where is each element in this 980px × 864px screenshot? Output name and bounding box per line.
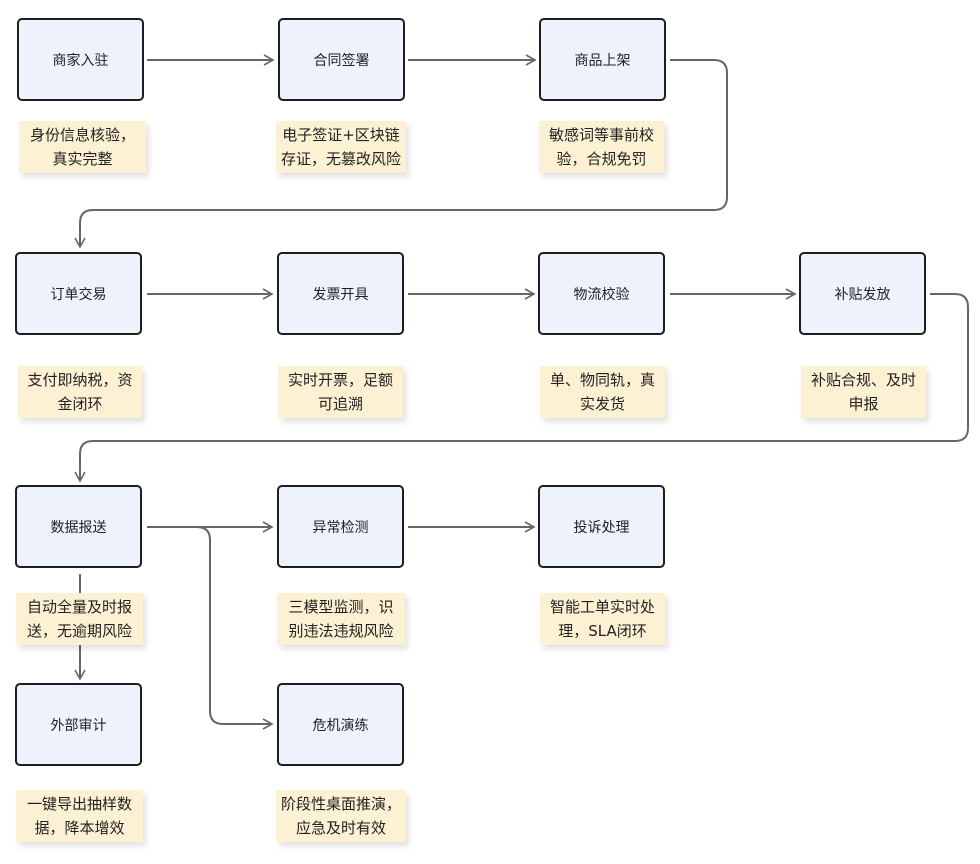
node-merchant-onboarding: 商家入驻 [17,18,144,101]
note-merchant-onboarding: 身份信息核验， 真实完整 [19,121,146,173]
note-data-reporting: 自动全量及时报 送，无逾期风险 [16,593,143,645]
note-line: 据，降本增效 [34,819,125,837]
note-complaint-handling: 智能工单实时处 理，SLA闭环 [540,593,665,645]
node-data-reporting: 数据报送 [15,485,142,568]
node-label: 发票开具 [312,286,369,303]
node-label: 危机演练 [312,717,369,734]
note-line: 存证，无篡改风险 [280,150,401,168]
note-line: 应急及时有效 [295,819,386,837]
connector-subsidy-to-reporting [74,293,969,483]
node-label: 外部审计 [50,717,107,734]
note-line: 三模型监测，识 [288,598,394,616]
note-line: 金闭环 [57,395,103,413]
note-line: 阶段性桌面推演， [280,795,401,813]
note-line: 实时开票，足额 [287,371,393,389]
note-line: 理，SLA闭环 [558,622,647,640]
node-complaint-handling: 投诉处理 [538,485,665,568]
node-external-audit: 外部审计 [15,683,142,766]
node-label: 物流校验 [573,286,630,303]
connector-reporting-to-crisis [147,526,274,730]
note-line: 单、物同轨，真 [549,371,655,389]
note-invoice-issuing: 实时开票，足额 可追溯 [278,366,403,418]
note-subsidy-distribution: 补贴合规、及时 申报 [801,366,926,418]
note-line: 补贴合规、及时 [810,371,916,389]
note-line: 申报 [848,395,879,413]
note-order-transaction: 支付即纳税，资 金闭环 [18,366,142,418]
note-line: 身份信息核验， [29,126,135,144]
note-line: 实发货 [579,395,625,413]
node-label: 商家入驻 [52,52,109,69]
node-label: 异常检测 [312,519,369,536]
note-line: 支付即纳税，资 [27,371,133,389]
node-crisis-drill: 危机演练 [277,683,404,766]
note-external-audit: 一键导出抽样数 据，降本增效 [16,790,143,842]
note-line: 真实完整 [52,150,113,168]
note-line: 自动全量及时报 [26,598,132,616]
node-subsidy-distribution: 补贴发放 [799,252,926,335]
note-line: 智能工单实时处 [549,598,655,616]
note-anomaly-detection: 三模型监测，识 别违法违规风险 [277,593,405,645]
node-label: 订单交易 [50,286,107,303]
note-product-listing: 敏感词等事前校 验，合规免罚 [539,121,664,173]
node-contract-signing: 合同签署 [278,18,405,101]
note-contract-signing: 电子签证+区块链 存证，无篡改风险 [276,121,406,173]
node-label: 补贴发放 [834,286,891,303]
node-label: 投诉处理 [573,519,630,536]
node-invoice-issuing: 发票开具 [277,252,404,335]
node-label: 合同签署 [313,52,370,69]
note-line: 可追溯 [317,395,363,413]
note-line: 一键导出抽样数 [26,795,132,813]
note-line: 别违法违规风险 [288,622,394,640]
note-logistics-verification: 单、物同轨，真 实发货 [540,366,665,418]
node-label: 数据报送 [50,519,107,536]
note-crisis-drill: 阶段性桌面推演， 应急及时有效 [276,790,406,842]
node-anomaly-detection: 异常检测 [277,485,404,568]
note-line: 送，无逾期风险 [26,622,132,640]
node-product-listing: 商品上架 [539,18,666,101]
node-order-transaction: 订单交易 [15,252,142,335]
node-label: 商品上架 [574,52,631,69]
note-line: 电子签证+区块链 [282,126,400,144]
note-line: 验，合规免罚 [556,150,647,168]
connector-listing-to-order [74,59,728,249]
node-logistics-verification: 物流校验 [538,252,665,335]
note-line: 敏感词等事前校 [548,126,654,144]
